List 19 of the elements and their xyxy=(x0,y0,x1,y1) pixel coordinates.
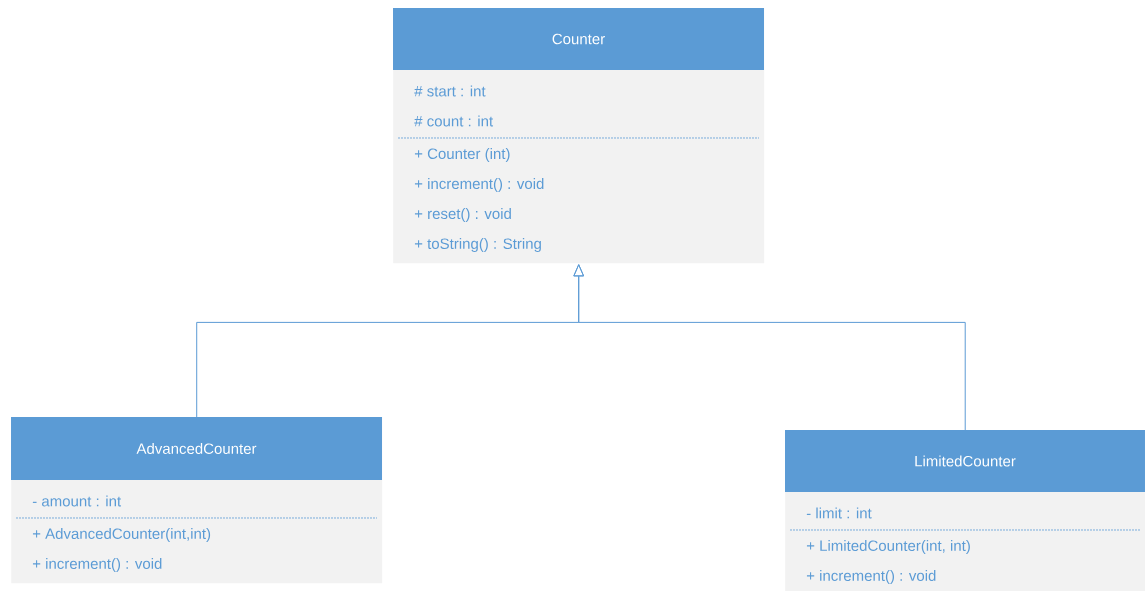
class-name: AdvancedCounter xyxy=(136,443,257,454)
class-name: LimitedCounter xyxy=(915,455,1016,467)
member-text: + increment() : void xyxy=(806,570,936,584)
class-box xyxy=(393,8,765,264)
member-text: # count : int xyxy=(414,115,494,127)
class-box xyxy=(11,417,383,584)
member-text: + AdvancedCounter(int,int) xyxy=(32,528,211,542)
member-text: + LimitedCounter(int, int) xyxy=(806,540,970,554)
class-box xyxy=(785,430,1145,591)
inheritance-arrow xyxy=(573,264,966,431)
class-name: Counter xyxy=(552,33,605,45)
member-text: + increment() : void xyxy=(32,558,162,572)
member-text: + reset() : void xyxy=(414,208,511,222)
member-text: # start : int xyxy=(414,85,486,97)
member-text: - amount : int xyxy=(32,495,121,507)
member-text: + increment() : void xyxy=(414,178,544,192)
member-text: - limit : int xyxy=(806,507,872,519)
member-text: + Counter (int) xyxy=(414,148,510,162)
member-text: + toString() : String xyxy=(414,238,541,252)
